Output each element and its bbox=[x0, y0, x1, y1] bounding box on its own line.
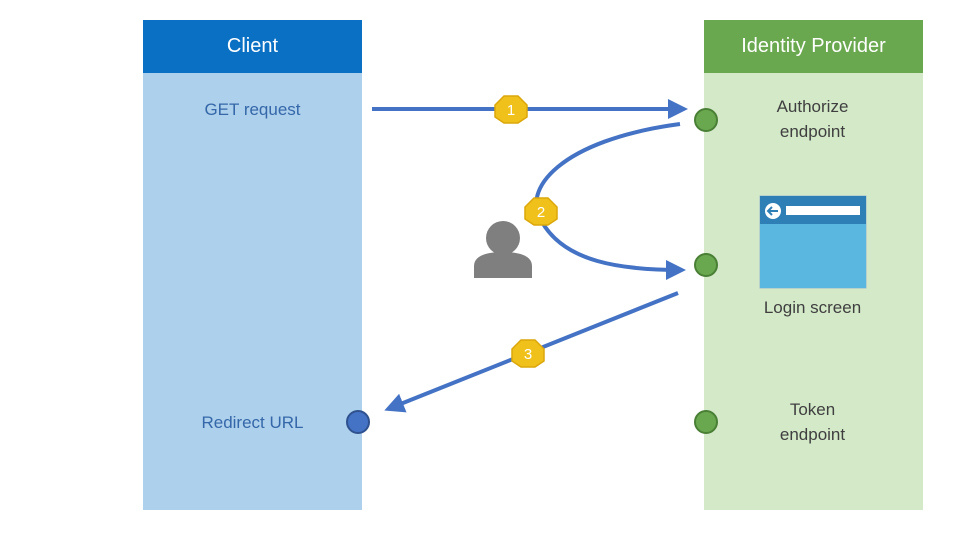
token-endpoint-label: Token endpoint bbox=[730, 397, 895, 447]
step1-number: 1 bbox=[507, 102, 515, 119]
login-screen-label: Login screen bbox=[763, 298, 862, 317]
step2-badge: 2 bbox=[524, 197, 558, 226]
authorize-endpoint-line1: Authorize bbox=[776, 97, 849, 116]
authorize-endpoint-dot bbox=[694, 108, 718, 132]
token-endpoint-line1: Token bbox=[789, 400, 836, 419]
redirect-url-label: Redirect URL bbox=[201, 413, 304, 432]
login-screen-dot bbox=[694, 253, 718, 277]
browser-window-icon bbox=[759, 195, 867, 289]
step2-number: 2 bbox=[537, 204, 545, 221]
client-lane: Client bbox=[143, 20, 362, 510]
back-arrow-icon bbox=[765, 203, 781, 219]
step3-number: 3 bbox=[524, 346, 532, 363]
identity-provider-header: Identity Provider bbox=[704, 20, 923, 73]
step2-arrow bbox=[534, 122, 686, 280]
user-icon bbox=[474, 221, 532, 278]
client-header: Client bbox=[143, 20, 362, 73]
token-endpoint-dot bbox=[694, 410, 718, 434]
authorize-endpoint-line2: endpoint bbox=[779, 122, 846, 141]
get-request-label: GET request bbox=[204, 100, 301, 119]
token-endpoint-line2: endpoint bbox=[779, 425, 846, 444]
redirect-url-dot bbox=[346, 410, 370, 434]
step3-badge: 3 bbox=[511, 339, 545, 368]
step1-badge: 1 bbox=[494, 95, 528, 124]
authorize-endpoint-label: Authorize endpoint bbox=[730, 94, 895, 144]
